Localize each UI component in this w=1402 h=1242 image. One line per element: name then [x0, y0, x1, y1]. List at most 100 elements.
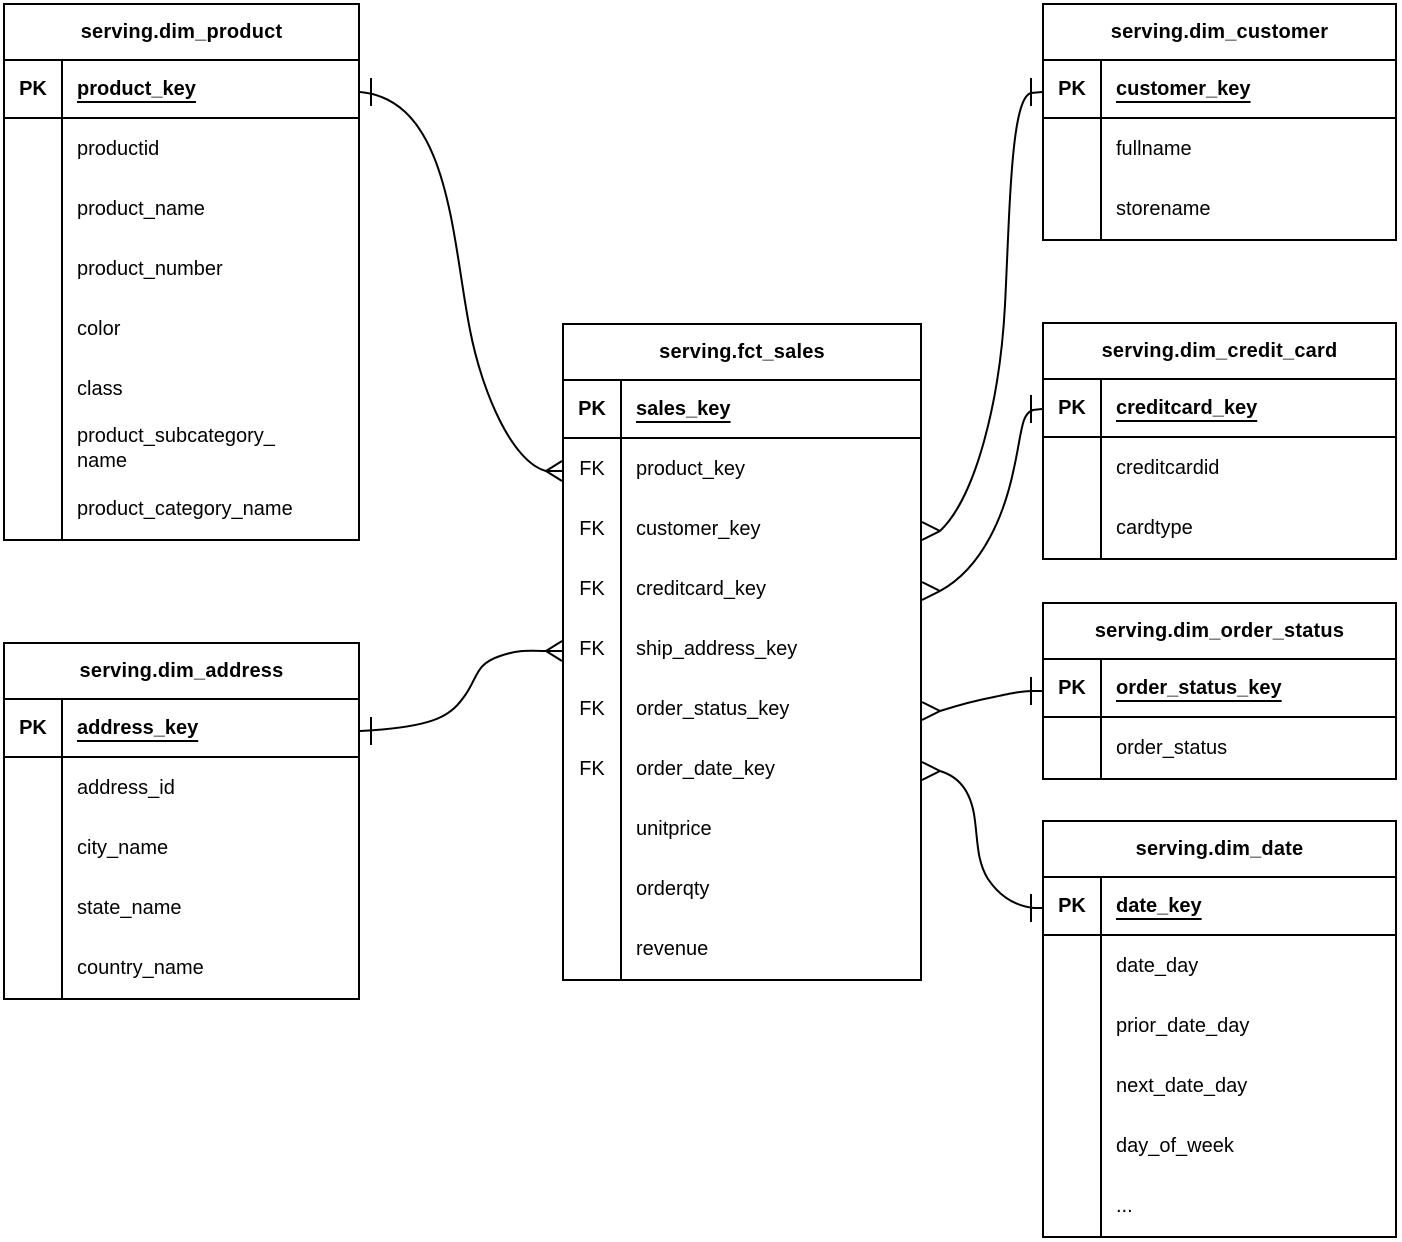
field-name: unitprice	[636, 817, 712, 840]
field-name: class	[77, 377, 123, 400]
field-name: date_day	[1116, 954, 1199, 977]
field-name: order_date_key	[636, 757, 775, 780]
relationship-fct-sales-dim-order-status	[921, 677, 1042, 721]
key-type-label	[564, 859, 622, 919]
key-type-label: FK	[564, 739, 622, 799]
field-name: orderqty	[636, 877, 710, 900]
table-title: serving.dim_product	[5, 5, 358, 61]
key-type-label	[564, 919, 622, 979]
field-row: day_of_week	[1044, 1116, 1395, 1176]
connector-line	[939, 770, 1042, 909]
table-title: serving.dim_order_status	[1044, 604, 1395, 660]
field-row: city_name	[5, 818, 358, 878]
table-title: serving.dim_address	[5, 644, 358, 700]
key-type-label	[5, 479, 63, 539]
table-title: serving.dim_date	[1044, 822, 1395, 878]
key-type-label	[1044, 119, 1102, 179]
field-name: address_id	[77, 776, 175, 799]
field-row: unitprice	[564, 799, 920, 859]
pk-label: PK	[564, 381, 622, 437]
key-type-label	[1044, 498, 1102, 558]
field-name: product_key	[636, 457, 745, 480]
key-type-label	[5, 239, 63, 299]
field-name: country_name	[77, 956, 204, 979]
field-row: FK order_date_key	[564, 739, 920, 799]
field-name: fullname	[1116, 137, 1192, 160]
field-row: orderqty	[564, 859, 920, 919]
crow-foot-many-icon	[921, 521, 941, 541]
field-row: FK product_key	[564, 439, 920, 499]
relationship-fct-sales-dim-customer	[921, 78, 1043, 541]
key-type-label	[1044, 718, 1102, 778]
table-dim-address: serving.dim_address PK address_key addre…	[3, 642, 360, 1000]
key-type-label: FK	[564, 679, 622, 739]
field-name: product_name	[77, 197, 205, 220]
pk-field-name: order_status_key	[1116, 676, 1282, 699]
field-row: FK creditcard_key	[564, 559, 920, 619]
pk-row: PK address_key	[5, 700, 358, 758]
table-dim-credit-card: serving.dim_credit_card PK creditcard_ke…	[1042, 322, 1397, 560]
relationship-fct-sales-dim-date	[921, 761, 1042, 922]
field-row: storename	[1044, 179, 1395, 239]
field-row: cardtype	[1044, 498, 1395, 558]
field-row: prior_date_day	[1044, 996, 1395, 1056]
crow-foot-many-icon	[545, 460, 563, 482]
connector-line	[939, 690, 1042, 712]
field-name: cardtype	[1116, 516, 1193, 539]
pk-row: PK date_key	[1044, 878, 1395, 936]
key-type-label	[564, 799, 622, 859]
key-type-label	[1044, 179, 1102, 239]
field-name: city_name	[77, 836, 169, 859]
pk-label: PK	[1044, 878, 1102, 934]
connector-line	[939, 408, 1043, 592]
connector-line	[359, 649, 562, 732]
field-row: productid	[5, 119, 358, 179]
key-type-label: FK	[564, 559, 622, 619]
relationship-fct-sales-dim-credit-card	[921, 395, 1043, 601]
pk-row: PK product_key	[5, 61, 358, 119]
crow-foot-many-icon	[545, 640, 563, 662]
field-row: class	[5, 359, 358, 419]
relationship-fct-sales-dim-product	[359, 78, 563, 482]
key-type-label	[1044, 996, 1102, 1056]
field-name: storename	[1116, 197, 1211, 220]
key-type-label	[5, 359, 63, 419]
key-type-label	[5, 119, 63, 179]
field-row: product_category_name	[5, 479, 358, 539]
table-dim-order-status: serving.dim_order_status PK order_status…	[1042, 602, 1397, 780]
pk-label: PK	[1044, 660, 1102, 716]
connector-line	[939, 91, 1043, 532]
pk-field-name: creditcard_key	[1116, 396, 1258, 419]
field-row: revenue	[564, 919, 920, 979]
pk-field-name: product_key	[77, 77, 196, 100]
key-type-label	[5, 878, 63, 938]
connector-line	[359, 91, 562, 472]
relationship-fct-sales-dim-address	[359, 640, 563, 745]
pk-label: PK	[5, 61, 63, 117]
field-row: FK ship_address_key	[564, 619, 920, 679]
field-name: order_status	[1116, 736, 1228, 759]
field-name: ship_address_key	[636, 637, 798, 660]
field-row: creditcardid	[1044, 438, 1395, 498]
table-dim-customer: serving.dim_customer PK customer_key ful…	[1042, 3, 1397, 241]
key-type-label	[5, 818, 63, 878]
field-name: day_of_week	[1116, 1134, 1234, 1157]
table-title: serving.dim_credit_card	[1044, 324, 1395, 380]
field-row: next_date_day	[1044, 1056, 1395, 1116]
pk-field-name: sales_key	[636, 397, 731, 420]
field-row: FK customer_key	[564, 499, 920, 559]
field-row: address_id	[5, 758, 358, 818]
crow-foot-many-icon	[921, 581, 941, 601]
field-name: ...	[1116, 1194, 1133, 1217]
key-type-label: FK	[564, 439, 622, 499]
field-row: color	[5, 299, 358, 359]
field-row: country_name	[5, 938, 358, 998]
table-fct-sales: serving.fct_sales PK sales_key FK produc…	[562, 323, 922, 981]
field-name: order_status_key	[636, 697, 790, 720]
field-row: FK order_status_key	[564, 679, 920, 739]
field-name: productid	[77, 137, 160, 160]
pk-row: PK sales_key	[564, 381, 920, 439]
field-name: creditcard_key	[636, 577, 767, 600]
pk-field-name: address_key	[77, 716, 199, 739]
